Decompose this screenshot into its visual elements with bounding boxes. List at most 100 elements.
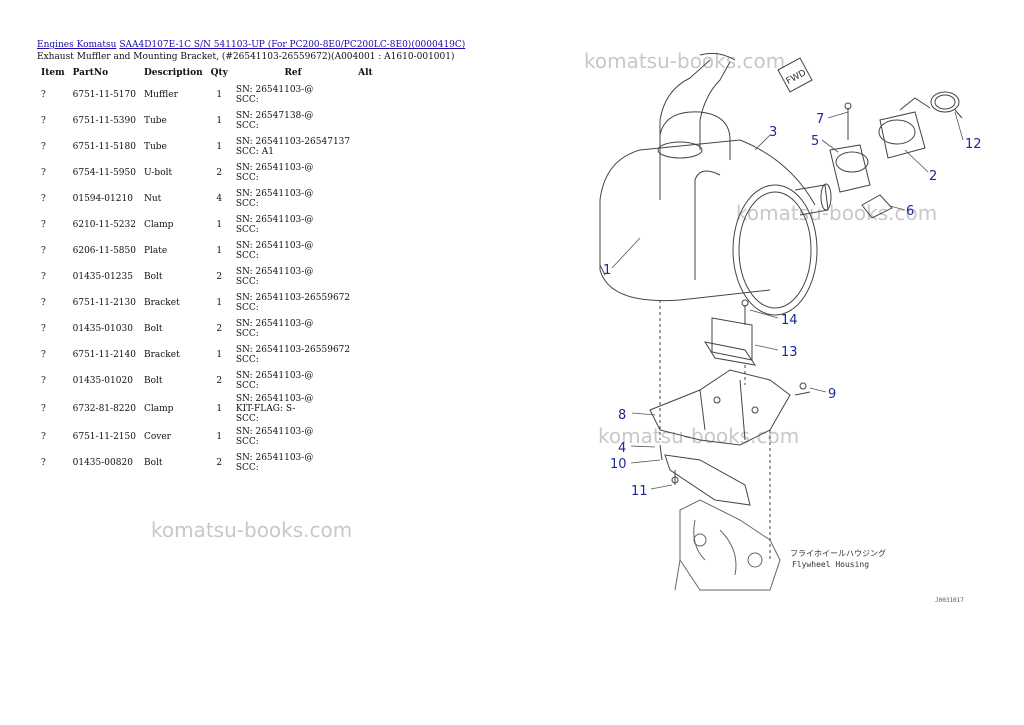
cell-qty: 1 bbox=[216, 298, 223, 308]
callout-4: 4 bbox=[618, 441, 626, 456]
col-header-alt: Alt bbox=[358, 68, 373, 78]
ref-line: SCC: bbox=[235, 277, 259, 287]
ref-line: SN: 26541103-26559672 bbox=[235, 345, 351, 355]
cell-description: Tube bbox=[143, 142, 167, 152]
watermark: komatsu-books.com bbox=[584, 49, 786, 73]
ref-line: SCC: bbox=[235, 437, 259, 447]
ref-line: SN: 26541103-@ bbox=[235, 267, 314, 277]
col-header-description: Description bbox=[143, 68, 203, 78]
callout-12: 12 bbox=[965, 137, 982, 152]
ref-line: SN: 26541103-@ bbox=[235, 371, 314, 381]
cell-description: Bolt bbox=[143, 376, 163, 386]
cell-alt bbox=[354, 238, 377, 264]
cell-partno: 6754-11-5950 bbox=[72, 168, 136, 178]
cell-alt bbox=[354, 82, 377, 108]
breadcrumb-link-model[interactable]: SAA4D107E-1C S/N 541103-UP (For PC200-8E… bbox=[119, 40, 466, 50]
cell-description: Plate bbox=[143, 246, 168, 256]
cell-qty: 4 bbox=[216, 194, 223, 204]
breadcrumb: Engines Komatsu SAA4D107E-1C S/N 541103-… bbox=[37, 40, 465, 50]
cell-ref: SN: 26541103-@SCC: bbox=[232, 368, 354, 394]
flywheel-label-jp: フライホイールハウジング bbox=[790, 548, 886, 558]
ref-line: SCC: bbox=[235, 414, 259, 424]
ref-line: SN: 26541103-@ bbox=[235, 319, 314, 329]
cell-partno: 01435-01030 bbox=[72, 324, 133, 334]
callout-14: 14 bbox=[781, 313, 798, 328]
ref-line: SN: 26541103-@ bbox=[235, 453, 314, 463]
ref-line: SN: 26541103-26547137 bbox=[235, 137, 351, 147]
cell-partno: 6751-11-2140 bbox=[72, 350, 136, 360]
drawing-number: J0031017 bbox=[935, 597, 964, 604]
exploded-parts-diagram: 1 2 3 4 5 6 7 8 9 10 11 12 13 14 FWD フライ… bbox=[599, 52, 982, 604]
cell-ref: SN: 26541103-@SCC: bbox=[232, 316, 354, 342]
ref-line: SCC: bbox=[235, 225, 259, 235]
ref-line: SN: 26541103-@ bbox=[235, 241, 314, 251]
cell-item: ? bbox=[41, 404, 46, 414]
cell-description: Tube bbox=[143, 116, 167, 126]
cell-partno: 6751-11-5180 bbox=[72, 142, 136, 152]
ref-line: SN: 26541103-@ bbox=[235, 215, 314, 225]
col-header-partno: PartNo bbox=[72, 68, 109, 78]
cell-alt bbox=[354, 316, 377, 342]
cell-qty: 1 bbox=[216, 142, 223, 152]
fwd-tag bbox=[777, 57, 813, 93]
cell-item: ? bbox=[41, 90, 46, 100]
cell-alt bbox=[354, 450, 377, 476]
ref-line: SN: 26541103-@ bbox=[235, 394, 314, 404]
cell-partno: 6751-11-5170 bbox=[72, 90, 136, 100]
cell-item: ? bbox=[41, 350, 46, 360]
cell-qty: 1 bbox=[216, 350, 223, 360]
cell-partno: 01594-01210 bbox=[72, 194, 133, 204]
ref-line: SCC: bbox=[235, 463, 259, 473]
cell-qty: 1 bbox=[216, 432, 223, 442]
table-header-row: Item PartNo Description Qty Ref Alt bbox=[37, 66, 377, 82]
cell-description: Bolt bbox=[143, 458, 163, 468]
cell-ref: SN: 26541103-@SCC: bbox=[232, 212, 354, 238]
cell-qty: 2 bbox=[216, 272, 223, 282]
ref-line: SN: 26541103-@ bbox=[235, 85, 314, 95]
cell-ref: SN: 26541103-@SCC: bbox=[232, 424, 354, 450]
cell-item: ? bbox=[41, 458, 46, 468]
callout-2: 2 bbox=[929, 169, 937, 184]
cell-item: ? bbox=[41, 298, 46, 308]
ref-line: SN: 26541103-@ bbox=[235, 163, 314, 173]
cell-item: ? bbox=[41, 168, 46, 178]
ref-line: SCC: bbox=[235, 121, 259, 131]
cell-item: ? bbox=[41, 246, 46, 256]
callout-13: 13 bbox=[781, 345, 798, 360]
watermark: komatsu-books.com bbox=[598, 424, 800, 448]
cell-qty: 2 bbox=[216, 376, 223, 386]
cell-description: Muffler bbox=[143, 90, 178, 100]
flywheel-housing-drawing bbox=[674, 499, 781, 591]
ref-line: SCC: bbox=[235, 173, 259, 183]
cell-qty: 1 bbox=[216, 220, 223, 230]
callout-8: 8 bbox=[618, 408, 626, 423]
callout-7: 7 bbox=[816, 112, 824, 127]
clamp-tube-drawing bbox=[829, 91, 963, 219]
ref-line: SN: 26541103-@ bbox=[235, 189, 314, 199]
callout-9: 9 bbox=[828, 387, 836, 402]
cell-item: ? bbox=[41, 194, 46, 204]
flywheel-label-en: Flywheel Housing bbox=[792, 560, 869, 569]
watermark: komatsu-books.com bbox=[151, 518, 353, 542]
ref-line: SCC: bbox=[235, 303, 259, 313]
cell-description: Clamp bbox=[143, 220, 174, 230]
cell-alt bbox=[354, 342, 377, 368]
cell-description: Bracket bbox=[143, 298, 180, 308]
watermark: komatsu-books.com bbox=[736, 201, 938, 225]
cell-ref: SN: 26541103-@SCC: bbox=[232, 160, 354, 186]
ref-line: SCC: A1 bbox=[235, 147, 274, 157]
breadcrumb-link-engines[interactable]: Engines Komatsu bbox=[37, 40, 117, 50]
cell-alt bbox=[354, 186, 377, 212]
cell-partno: 01435-00820 bbox=[72, 458, 133, 468]
